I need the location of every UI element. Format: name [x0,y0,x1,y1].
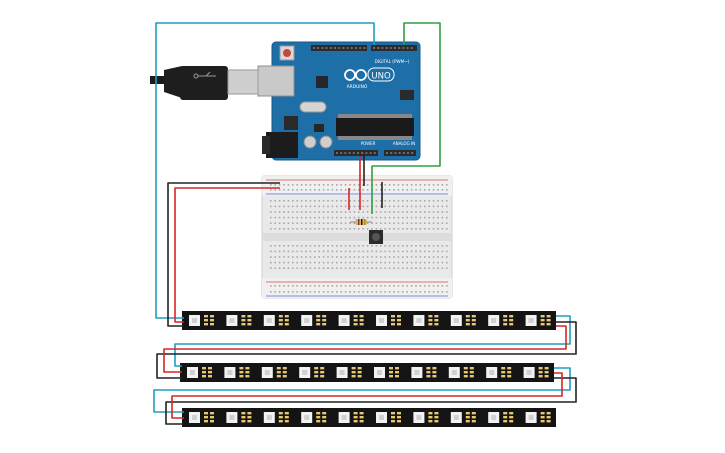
reset-button[interactable] [279,45,295,61]
crystal-oscillator [299,101,327,113]
icsp-header [400,90,414,100]
barrel-jack-icon [262,132,298,158]
strip1-out-teal[interactable] [174,315,571,367]
led-strip-1[interactable] [182,311,556,330]
header-pins [313,47,414,154]
arduino-logo [344,67,395,82]
strip1-ground-black[interactable] [167,182,280,327]
capacitor [303,135,317,149]
usb-chip [316,76,328,88]
strip2-out-red[interactable] [171,372,563,419]
data-wire-teal[interactable] [155,22,375,319]
strip2-out-black[interactable] [165,377,577,425]
signal-wire-green[interactable] [371,22,441,214]
resistor-icon[interactable] [350,219,372,225]
breadboard[interactable] [261,175,453,299]
power-header[interactable] [334,150,378,156]
board-brand: ARDUINO [347,84,368,90]
pushbutton-icon[interactable] [369,230,383,244]
usb-socket [257,65,295,97]
led-strip-3[interactable] [182,408,556,427]
led-strip-2[interactable] [180,363,554,382]
small-ic [314,124,324,132]
strip2-out-teal[interactable] [153,367,571,413]
digital-pins-label: DIGITAL (PWM~) [375,59,410,64]
atmega-chip [336,114,414,140]
board-model: UNO [371,72,391,82]
strip1-out-red[interactable] [163,325,567,373]
analog-pins-label: ANALOG IN [393,141,415,146]
power-pins-label: POWER [361,141,376,146]
capacitor [319,135,333,149]
strip1-out-black[interactable] [156,321,577,379]
usb-plug-icon [150,66,259,100]
voltage-regulator [284,116,298,130]
strip1-power-red[interactable] [174,187,280,323]
arduino-uno-board[interactable]: UNO ARDUINO DIGITAL (PWM~) POWER ANALOG … [257,41,421,161]
